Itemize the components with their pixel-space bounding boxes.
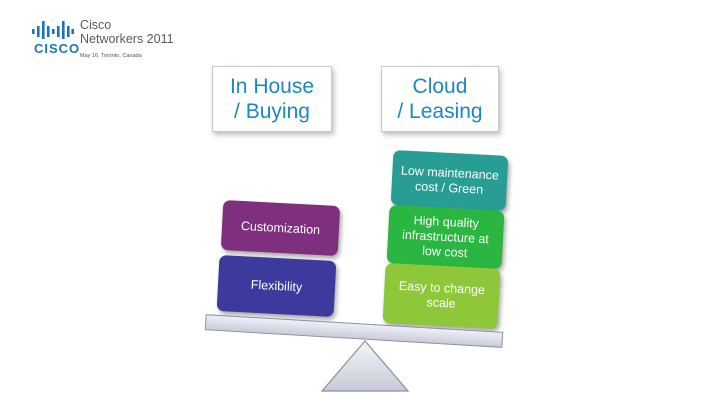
event-date-location: May 16, Toronto, Canada bbox=[80, 53, 142, 59]
cisco-bridge-icon bbox=[32, 21, 74, 39]
heading-cloud-line2: / Leasing bbox=[397, 100, 483, 123]
box-low-maintenance: Low maintenance cost / Green bbox=[390, 150, 509, 211]
cisco-wordmark: CISCO bbox=[34, 41, 81, 56]
box-high-quality-label: High quality infrastructure at low cost bbox=[401, 212, 490, 260]
heading-inhouse-line2: / Buying bbox=[234, 100, 310, 123]
box-customization: Customization bbox=[220, 199, 341, 257]
heading-inhouse-line1: In House bbox=[229, 75, 315, 98]
box-easy-change: Easy to change scale bbox=[382, 263, 501, 329]
heading-cloud-line1: Cloud bbox=[412, 75, 468, 98]
box-low-maintenance-label: Low maintenance cost / Green bbox=[400, 162, 500, 197]
cisco-networkers-logo: CISCO Cisco Networkers 2011 May 16, Toro… bbox=[28, 14, 188, 74]
event-title: Cisco Networkers 2011 bbox=[80, 18, 174, 46]
box-easy-change-label: Easy to change scale bbox=[398, 278, 486, 311]
event-title-line2: Networkers 2011 bbox=[80, 32, 174, 46]
box-flexibility: Flexibility bbox=[216, 254, 337, 318]
event-title-line1: Cisco bbox=[80, 18, 112, 32]
box-high-quality: High quality infrastructure at low cost bbox=[386, 205, 505, 269]
triangle-fulcrum-icon bbox=[320, 340, 410, 392]
heading-cloud-leasing: Cloud / Leasing bbox=[381, 66, 499, 132]
heading-inhouse-buying: In House / Buying bbox=[212, 66, 332, 132]
